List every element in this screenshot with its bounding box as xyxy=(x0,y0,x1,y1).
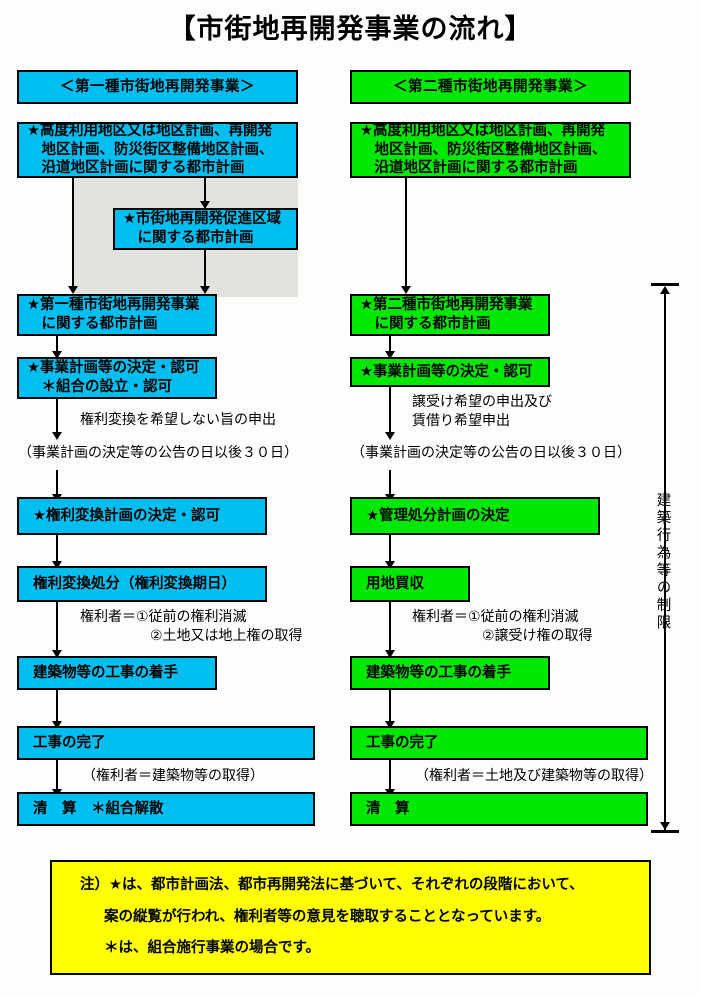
left-step-business-plan-label: ★事業計画等の決定・認可 ＊組合の設立・認可 xyxy=(27,360,200,395)
right-step-city-plan: ★高度利用地区又は地区計画、再開発 地区計画、防災街区整備地区計画、 沿道地区計… xyxy=(350,122,631,178)
connector-left-business-to-notice xyxy=(56,399,58,437)
right-step-land-acquisition: 用地買収 xyxy=(350,566,470,602)
connector-right-land-to-construction-arrowhead xyxy=(385,650,395,658)
connector-left-type1-to-business-arrowhead xyxy=(52,351,62,359)
connector-left-disposition-to-construction-arrowhead xyxy=(52,650,62,658)
left-column-header: ＜第一種市街地再開発事業＞ xyxy=(17,70,298,104)
footnote-line-3: ＊は、組合施行事業の場合です。 xyxy=(104,940,321,956)
connector-left-branch-down xyxy=(72,178,74,288)
left-step-type1-project-plan: ★第一種市街地再開発事業 に関する都市計画 xyxy=(17,294,217,336)
right-annotation-acquisition: （権利者＝土地及び建築物等の取得） xyxy=(415,768,653,784)
left-step-settlement-label: 清 算 ＊組合解散 xyxy=(33,800,164,817)
left-step-construction-complete-label: 工事の完了 xyxy=(33,734,106,751)
right-step-management-disposal-plan: ★管理処分計画の決定 xyxy=(350,497,600,535)
connector-left-notice-to-conversion xyxy=(56,470,58,498)
connector-left-branch-arrowhead xyxy=(68,286,78,294)
right-step-construction-complete: 工事の完了 xyxy=(350,726,648,760)
left-step-city-plan-label: ★高度利用地区又は地区計画、再開発 地区計画、防災街区整備地区計画、 沿道地区計… xyxy=(27,123,274,177)
connector-left-start-to-complete xyxy=(56,690,58,724)
restriction-bracket-arrow-down xyxy=(660,822,670,830)
left-step-rights-conversion-disposition-label: 権利変換処分（権利変換期日） xyxy=(33,575,236,592)
right-step-type2-project-plan: ★第二種市街地再開発事業 に関する都市計画 xyxy=(350,294,550,336)
right-column-header: ＜第二種市街地再開発事業＞ xyxy=(350,70,631,104)
left-step-type1-project-plan-label: ★第一種市街地再開発事業 に関する都市計画 xyxy=(27,297,200,332)
connector-left-to-promotion-arrowhead xyxy=(200,201,210,209)
connector-right-mgmt-to-land xyxy=(389,535,391,563)
left-step-rights-conversion-disposition: 権利変換処分（権利変換期日） xyxy=(17,566,267,602)
left-step-construction-start-label: 建築物等の工事の着手 xyxy=(33,664,178,681)
footnote-box: 注）★は、都市計画法、都市再開発法に基づいて、それぞれの段階において、 案の縦覧… xyxy=(50,860,651,975)
connector-right-business-to-notice-arrowhead xyxy=(385,432,395,440)
right-step-city-plan-label: ★高度利用地区又は地区計画、再開発 地区計画、防災街区整備地区計画、 沿道地区計… xyxy=(360,123,607,177)
right-step-land-acquisition-label: 用地買収 xyxy=(366,575,424,592)
page-title: 【市街地再開発事業の流れ】 xyxy=(168,14,533,45)
connector-left-start-to-complete-arrowhead xyxy=(52,721,62,729)
footnote-line-2: 案の縦覧が行われ、権利者等の意見を聴取することとなっています。 xyxy=(104,908,551,925)
connector-left-complete-to-settlement xyxy=(56,760,58,792)
connector-right-city-to-type2-arrowhead xyxy=(401,286,411,294)
connector-right-complete-to-settlement xyxy=(389,760,391,792)
restriction-bracket-top-cap xyxy=(651,283,679,286)
connector-promotion-to-type1-arrowhead xyxy=(200,286,210,294)
right-step-business-plan-label: ★事業計画等の決定・認可 xyxy=(360,363,533,380)
connector-right-start-to-complete xyxy=(389,690,391,724)
left-step-city-plan: ★高度利用地区又は地区計画、再開発 地区計画、防災街区整備地区計画、 沿道地区計… xyxy=(17,122,298,178)
connector-right-type2-to-business-arrowhead xyxy=(385,351,395,359)
restriction-label: 建築行為等の制限 xyxy=(654,492,671,632)
right-step-settlement-label: 清 算 xyxy=(366,800,410,817)
left-step-rights-conversion-plan-label: ★権利変換計画の決定・認可 xyxy=(33,507,220,524)
left-annotation-no-conversion: 権利変換を希望しない旨の申出 xyxy=(80,412,276,428)
right-step-construction-start-label: 建築物等の工事の着手 xyxy=(366,664,511,681)
footnote-line-1: 注）★は、都市計画法、都市再開発法に基づいて、それぞれの段階において、 xyxy=(80,877,584,893)
right-step-construction-complete-label: 工事の完了 xyxy=(366,734,439,751)
right-step-type2-project-plan-label: ★第二種市街地再開発事業 に関する都市計画 xyxy=(360,297,533,332)
restriction-bracket-bottom-cap xyxy=(651,830,679,833)
connector-right-mgmt-to-land-arrowhead xyxy=(385,561,395,569)
connector-right-city-to-type2 xyxy=(405,178,407,288)
left-step-promotion-area-label: ★市街地再開発促進区域 に関する都市計画 xyxy=(123,211,281,246)
connector-right-start-to-complete-arrowhead xyxy=(385,721,395,729)
left-annotation-30days: （事業計画の決定等の公告の日以後３０日） xyxy=(18,445,298,461)
left-step-business-plan: ★事業計画等の決定・認可 ＊組合の設立・認可 xyxy=(17,357,217,399)
connector-promotion-to-type1 xyxy=(204,250,206,288)
connector-left-conv-plan-to-disposition-arrowhead xyxy=(52,561,62,569)
right-annotation-rights-effects: 権利者＝①従前の権利消滅 ②譲受け権の取得 xyxy=(412,609,593,644)
connector-left-conv-plan-to-disposition xyxy=(56,535,58,563)
restriction-bracket-line xyxy=(664,290,666,830)
left-step-rights-conversion-plan: ★権利変換計画の決定・認可 xyxy=(17,497,267,535)
left-step-construction-complete: 工事の完了 xyxy=(17,726,315,760)
right-header-label: ＜第二種市街地再開発事業＞ xyxy=(393,78,588,95)
right-annotation-30days: （事業計画の決定等の公告の日以後３０日） xyxy=(351,445,631,461)
connector-left-business-to-notice-arrowhead xyxy=(52,432,62,440)
left-header-label: ＜第一種市街地再開発事業＞ xyxy=(60,78,255,95)
left-step-promotion-area: ★市街地再開発促進区域 に関する都市計画 xyxy=(113,208,298,250)
connector-right-notice-to-mgmt xyxy=(389,470,391,498)
connector-left-disposition-to-construction xyxy=(56,602,58,654)
left-step-construction-start: 建築物等の工事の着手 xyxy=(17,656,217,690)
left-annotation-acquisition: （権利者＝建築物等の取得） xyxy=(82,768,264,784)
right-step-settlement: 清 算 xyxy=(350,792,648,826)
right-step-management-disposal-plan-label: ★管理処分計画の決定 xyxy=(366,507,510,524)
connector-left-to-promotion xyxy=(204,178,206,208)
connector-left-type1-to-business xyxy=(56,336,58,354)
left-annotation-rights-effects: 権利者＝①従前の権利消滅 ②土地又は地上権の取得 xyxy=(80,609,303,644)
connector-right-type2-to-business xyxy=(389,336,391,354)
connector-right-land-to-construction xyxy=(389,602,391,654)
right-annotation-transfer-lease: 譲受け希望の申出及び 賃借り希望申出 xyxy=(412,394,552,429)
connector-right-business-to-notice xyxy=(389,387,391,437)
right-step-construction-start: 建築物等の工事の着手 xyxy=(350,656,550,690)
left-step-settlement: 清 算 ＊組合解散 xyxy=(17,792,315,826)
right-step-business-plan: ★事業計画等の決定・認可 xyxy=(350,357,550,387)
